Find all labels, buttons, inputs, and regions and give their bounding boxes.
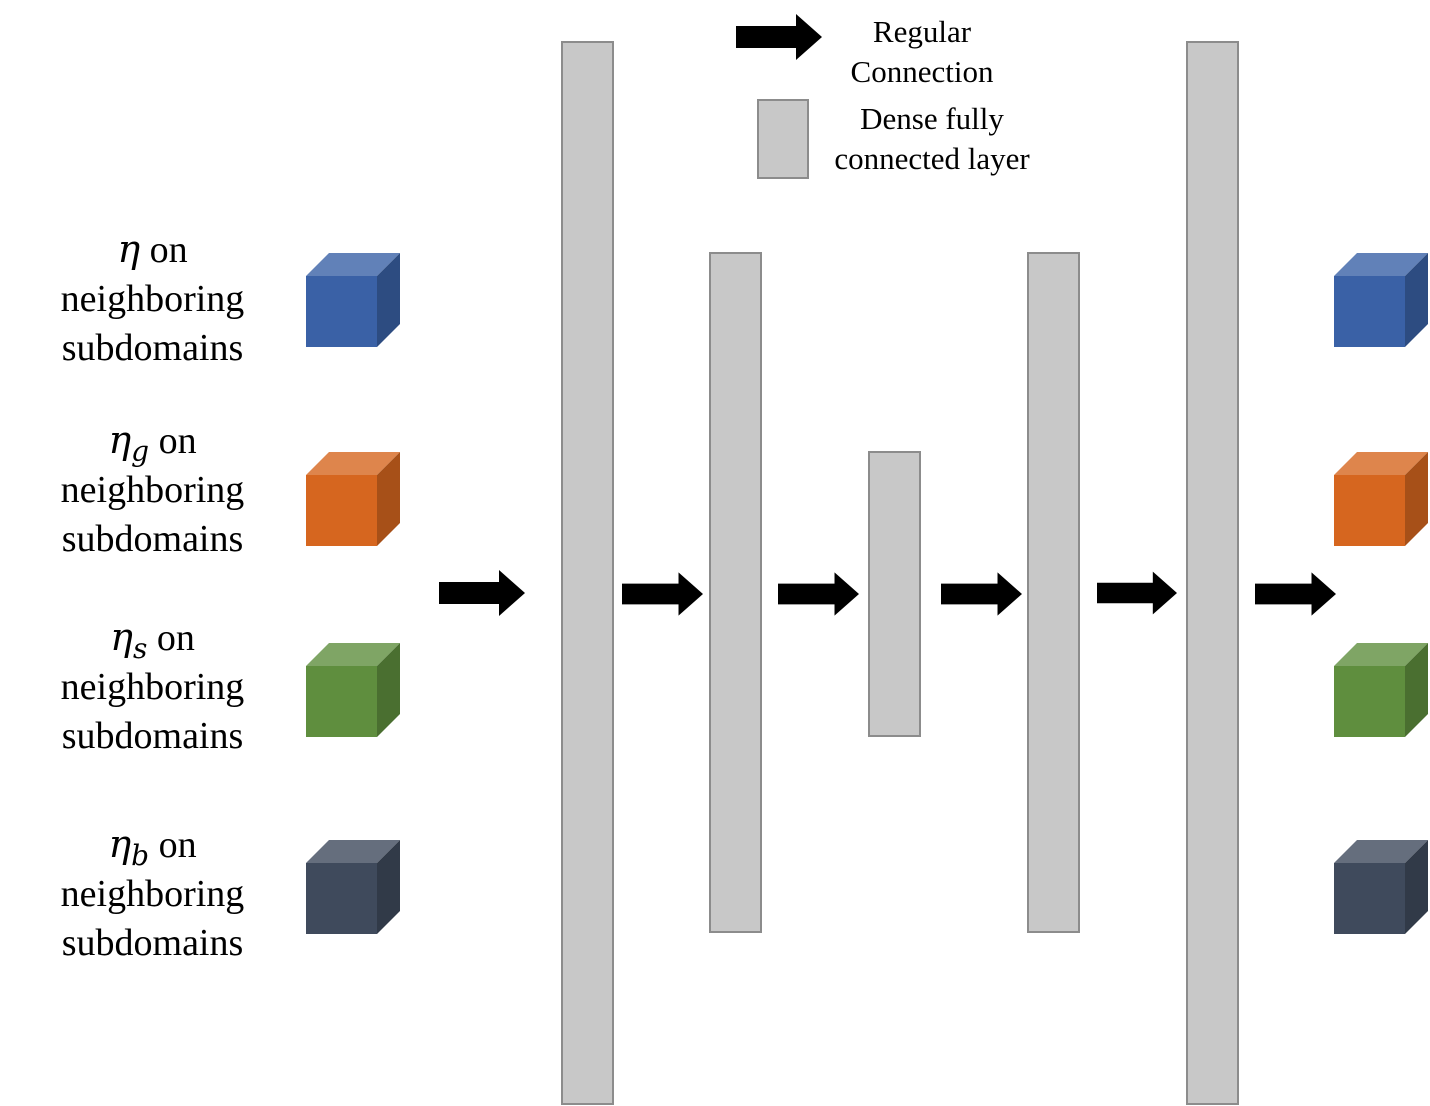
cube-top-face <box>306 253 400 276</box>
legend-arrow-label-line2: Connection <box>850 54 994 89</box>
cube-group <box>306 253 1428 934</box>
legend-layer-label-line1: Dense fully <box>860 101 1004 136</box>
eta-symbol: η <box>110 615 133 659</box>
cube-top-face <box>1334 253 1428 276</box>
dense-layer-5 <box>1186 41 1239 1105</box>
input-label-eta-b-line1: ηb on <box>20 820 285 870</box>
eta-symbol: η <box>117 227 141 271</box>
on-text: on <box>158 824 197 866</box>
input-label-eta-b-line2: neighboring <box>60 873 245 915</box>
input-label-eta-s-line3: subdomains <box>61 715 244 757</box>
input-cube-1 <box>306 253 400 347</box>
cube-top-face <box>306 643 400 666</box>
eta-symbol: η <box>108 822 132 866</box>
subscript-s: s <box>132 632 148 665</box>
cube-side-face <box>1405 452 1428 546</box>
connection-arrow-4 <box>941 572 1022 616</box>
on-text: on <box>149 229 188 271</box>
cube-side-face <box>1405 253 1428 347</box>
input-cube-3 <box>306 643 400 737</box>
input-label-eta-s-line2: neighboring <box>60 666 245 708</box>
cube-side-face <box>377 840 400 934</box>
input-cube-2 <box>306 452 400 546</box>
input-label-eta-b: ηb on neighboring subdomains <box>20 820 285 968</box>
cube-top-face <box>1334 840 1428 863</box>
subscript-b: b <box>131 839 150 872</box>
cube-top-face <box>1334 643 1428 666</box>
cube-side-face <box>377 643 400 737</box>
legend-arrow-icon <box>736 14 822 60</box>
on-text: on <box>156 617 195 659</box>
input-label-eta-line2: neighboring <box>60 278 245 320</box>
cube-side-face <box>377 253 400 347</box>
subscript-g: g <box>131 435 150 468</box>
connection-arrow-2 <box>622 572 703 616</box>
input-label-eta: η on neighboring subdomains <box>20 225 285 373</box>
cube-front-face <box>1334 863 1405 934</box>
cube-top-face <box>306 840 400 863</box>
cube-front-face <box>1334 276 1405 347</box>
input-label-eta-g-line2: neighboring <box>60 469 245 511</box>
connection-arrow-6 <box>1255 572 1336 616</box>
cube-front-face <box>306 666 377 737</box>
legend-arrow-label-line1: Regular <box>872 14 972 49</box>
output-cube-2 <box>1334 452 1428 546</box>
cube-front-face <box>306 276 377 347</box>
cube-front-face <box>306 475 377 546</box>
cube-top-face <box>1334 452 1428 475</box>
input-label-eta-g-line1: ηg on <box>20 416 285 466</box>
cube-front-face <box>1334 666 1405 737</box>
input-label-eta-g-line3: subdomains <box>61 518 244 560</box>
output-cube-3 <box>1334 643 1428 737</box>
cube-side-face <box>1405 840 1428 934</box>
dense-layer-3-bottleneck <box>868 451 921 737</box>
cube-front-face <box>1334 475 1405 546</box>
cube-side-face <box>377 452 400 546</box>
eta-symbol: η <box>108 418 132 462</box>
dense-layer-1 <box>561 41 614 1105</box>
cube-side-face <box>1405 643 1428 737</box>
on-text: on <box>158 420 197 462</box>
dense-layer-2 <box>709 252 762 933</box>
input-label-eta-b-line3: subdomains <box>61 922 244 964</box>
connection-arrow-1 <box>439 570 525 616</box>
input-label-eta-s: ηs on neighboring subdomains <box>20 613 285 761</box>
cube-top-face <box>306 452 400 475</box>
input-label-eta-s-line1: ηs on <box>20 613 285 663</box>
input-label-eta-line3: subdomains <box>61 327 244 369</box>
connection-arrow-3 <box>778 572 859 616</box>
cube-front-face <box>306 863 377 934</box>
legend-arrow-label: Regular Connection <box>822 12 1022 92</box>
output-cube-1 <box>1334 253 1428 347</box>
connection-arrow-5 <box>1097 571 1177 615</box>
legend-layer-label-line2: connected layer <box>834 141 1030 176</box>
legend-layer-swatch <box>757 99 809 179</box>
legend-layer-label: Dense fully connected layer <box>812 99 1052 179</box>
output-cube-4 <box>1334 840 1428 934</box>
input-cube-4 <box>306 840 400 934</box>
dense-layer-4 <box>1027 252 1080 933</box>
input-label-eta-g: ηg on neighboring subdomains <box>20 416 285 564</box>
input-label-eta-line1: η on <box>20 225 285 275</box>
